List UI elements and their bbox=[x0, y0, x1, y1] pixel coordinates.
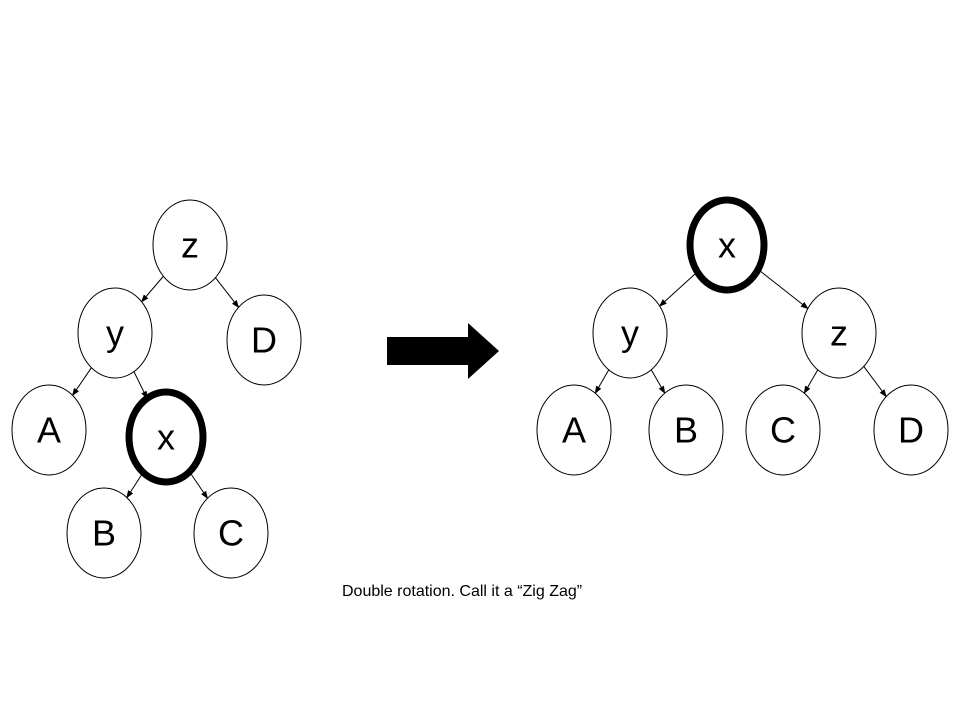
before-node-y: y bbox=[77, 287, 153, 379]
before-node-D: D bbox=[226, 294, 302, 386]
before-node-B-label: B bbox=[92, 513, 116, 554]
after-node-D-label: D bbox=[898, 410, 924, 451]
transform-arrow bbox=[387, 323, 499, 379]
after-node-C: C bbox=[745, 384, 821, 476]
after-node-y: y bbox=[592, 287, 668, 379]
after-edge-y-B bbox=[650, 369, 666, 395]
after-node-B: B bbox=[648, 384, 724, 476]
before-node-C-label: C bbox=[218, 513, 244, 554]
after-edge-x-z bbox=[757, 269, 809, 310]
before-node-A: A bbox=[11, 384, 87, 476]
after-tree: x y zA B C D bbox=[536, 196, 949, 476]
after-node-x: x bbox=[686, 196, 768, 294]
before-node-C-ellipse bbox=[193, 487, 269, 579]
before-edge-z-D bbox=[215, 277, 240, 309]
after-node-D: D bbox=[873, 384, 949, 476]
before-node-C: C bbox=[193, 487, 269, 579]
before-node-B-ellipse bbox=[66, 487, 142, 579]
after-node-z-label: z bbox=[830, 313, 848, 354]
after-node-z-ellipse bbox=[801, 287, 877, 379]
after-node-x-ellipse bbox=[686, 196, 768, 294]
after-edge-z-C bbox=[803, 369, 819, 395]
before-node-D-label: D bbox=[251, 320, 277, 361]
before-node-x-ellipse bbox=[125, 388, 207, 486]
after-edge-x-y bbox=[658, 271, 698, 307]
before-node-z-ellipse bbox=[152, 199, 228, 291]
before-node-y-label: y bbox=[106, 313, 124, 354]
after-node-C-label: C bbox=[770, 410, 796, 451]
before-node-A-ellipse bbox=[11, 384, 87, 476]
after-node-B-label: B bbox=[674, 410, 698, 451]
before-edge-x-B bbox=[126, 472, 144, 499]
after-node-y-label: y bbox=[621, 313, 639, 354]
before-node-D-ellipse bbox=[226, 294, 302, 386]
before-node-y-ellipse bbox=[77, 287, 153, 379]
after-edge-y-A bbox=[594, 369, 610, 395]
before-node-x-label: x bbox=[157, 417, 175, 458]
after-node-y-ellipse bbox=[592, 287, 668, 379]
after-edge-z-D bbox=[863, 366, 887, 398]
after-node-C-ellipse bbox=[745, 384, 821, 476]
after-node-A: A bbox=[536, 384, 612, 476]
before-node-B: B bbox=[66, 487, 142, 579]
before-edge-x-C bbox=[189, 471, 209, 500]
before-node-z: z bbox=[152, 199, 228, 291]
after-node-z: z bbox=[801, 287, 877, 379]
after-node-A-label: A bbox=[562, 410, 586, 451]
after-node-D-ellipse bbox=[873, 384, 949, 476]
before-node-x: x bbox=[125, 388, 207, 486]
after-node-B-ellipse bbox=[648, 384, 724, 476]
before-edge-z-y bbox=[140, 275, 164, 303]
before-node-z-label: z bbox=[181, 225, 199, 266]
before-node-A-label: A bbox=[37, 410, 61, 451]
caption: Double rotation. Call it a “Zig Zag” bbox=[342, 583, 583, 600]
before-edge-y-x bbox=[133, 371, 148, 400]
after-node-A-ellipse bbox=[536, 384, 612, 476]
before-edge-y-A bbox=[72, 367, 92, 397]
after-node-x-label: x bbox=[718, 225, 736, 266]
